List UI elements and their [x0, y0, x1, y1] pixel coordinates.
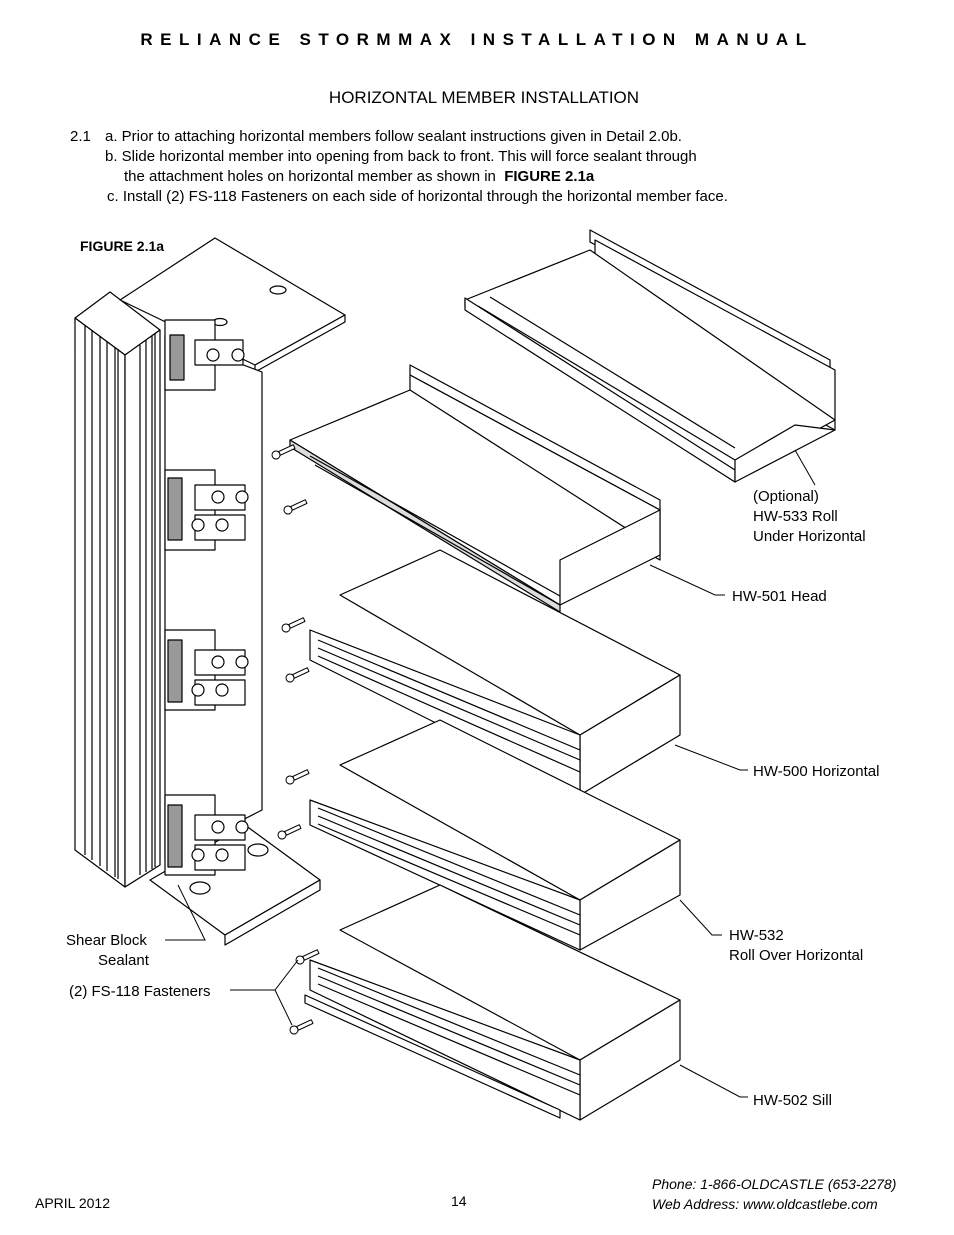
callout-sealant: Sealant [98, 952, 149, 969]
hw-502-sill-profile [304, 884, 681, 1121]
callout-hw533-line2: HW-533 Roll [753, 508, 838, 525]
hw-533-profile [464, 229, 836, 483]
callout-fasteners: (2) FS-118 Fasteners [69, 983, 211, 1000]
top-plate [119, 237, 346, 373]
instruction-a: a. Prior to attaching horizontal members… [105, 128, 682, 145]
footer-web-address: Web Address: www.oldcastlebe.com [652, 1196, 878, 1212]
callout-hw500: HW-500 Horizontal [753, 763, 880, 780]
callout-leader-lines [165, 449, 816, 1098]
callout-shear-block: Shear Block [66, 932, 147, 949]
manual-header-title: RELIANCE STORMMAX INSTALLATION MANUAL [140, 30, 814, 49]
figure-label: FIGURE 2.1a [80, 238, 165, 254]
callout-hw532-line2: Roll Over Horizontal [729, 947, 864, 964]
instruction-c: c. Install (2) FS-118 Fasteners on each … [107, 188, 728, 205]
fs-118-fastener-screws [271, 444, 320, 1035]
footer-date: APRIL 2012 [35, 1195, 110, 1211]
hw-532-profile [309, 719, 681, 951]
footer-phone: Phone: 1-866-OLDCASTLE (653-2278) [652, 1176, 897, 1192]
callout-hw533-line3: Under Horizontal [753, 528, 866, 545]
callout-hw502: HW-502 Sill [753, 1092, 832, 1109]
shear-block-bottom [164, 794, 249, 876]
figure-reference: FIGURE 2.1a [504, 168, 595, 185]
callout-hw501: HW-501 Head [732, 588, 827, 605]
instruction-b-line2: the attachment holes on horizontal membe… [124, 167, 594, 187]
hw-501-head-profile [289, 364, 661, 613]
shear-block-top [164, 319, 245, 391]
shear-block-3 [164, 629, 249, 711]
callout-hw532-line1: HW-532 [729, 927, 784, 944]
vertical-mullion [74, 291, 161, 888]
step-number: 2.1 [70, 128, 91, 145]
bottom-plate [149, 824, 321, 946]
section-title: HORIZONTAL MEMBER INSTALLATION [328, 88, 640, 107]
hw-500-horizontal-profile [309, 549, 681, 796]
page-number: 14 [451, 1193, 467, 1209]
callout-hw533-line1: (Optional) [753, 488, 819, 505]
shear-block-2 [164, 469, 249, 551]
instruction-b-text: the attachment holes on horizontal membe… [124, 168, 496, 185]
instruction-b-line1: b. Slide horizontal member into opening … [105, 148, 697, 165]
